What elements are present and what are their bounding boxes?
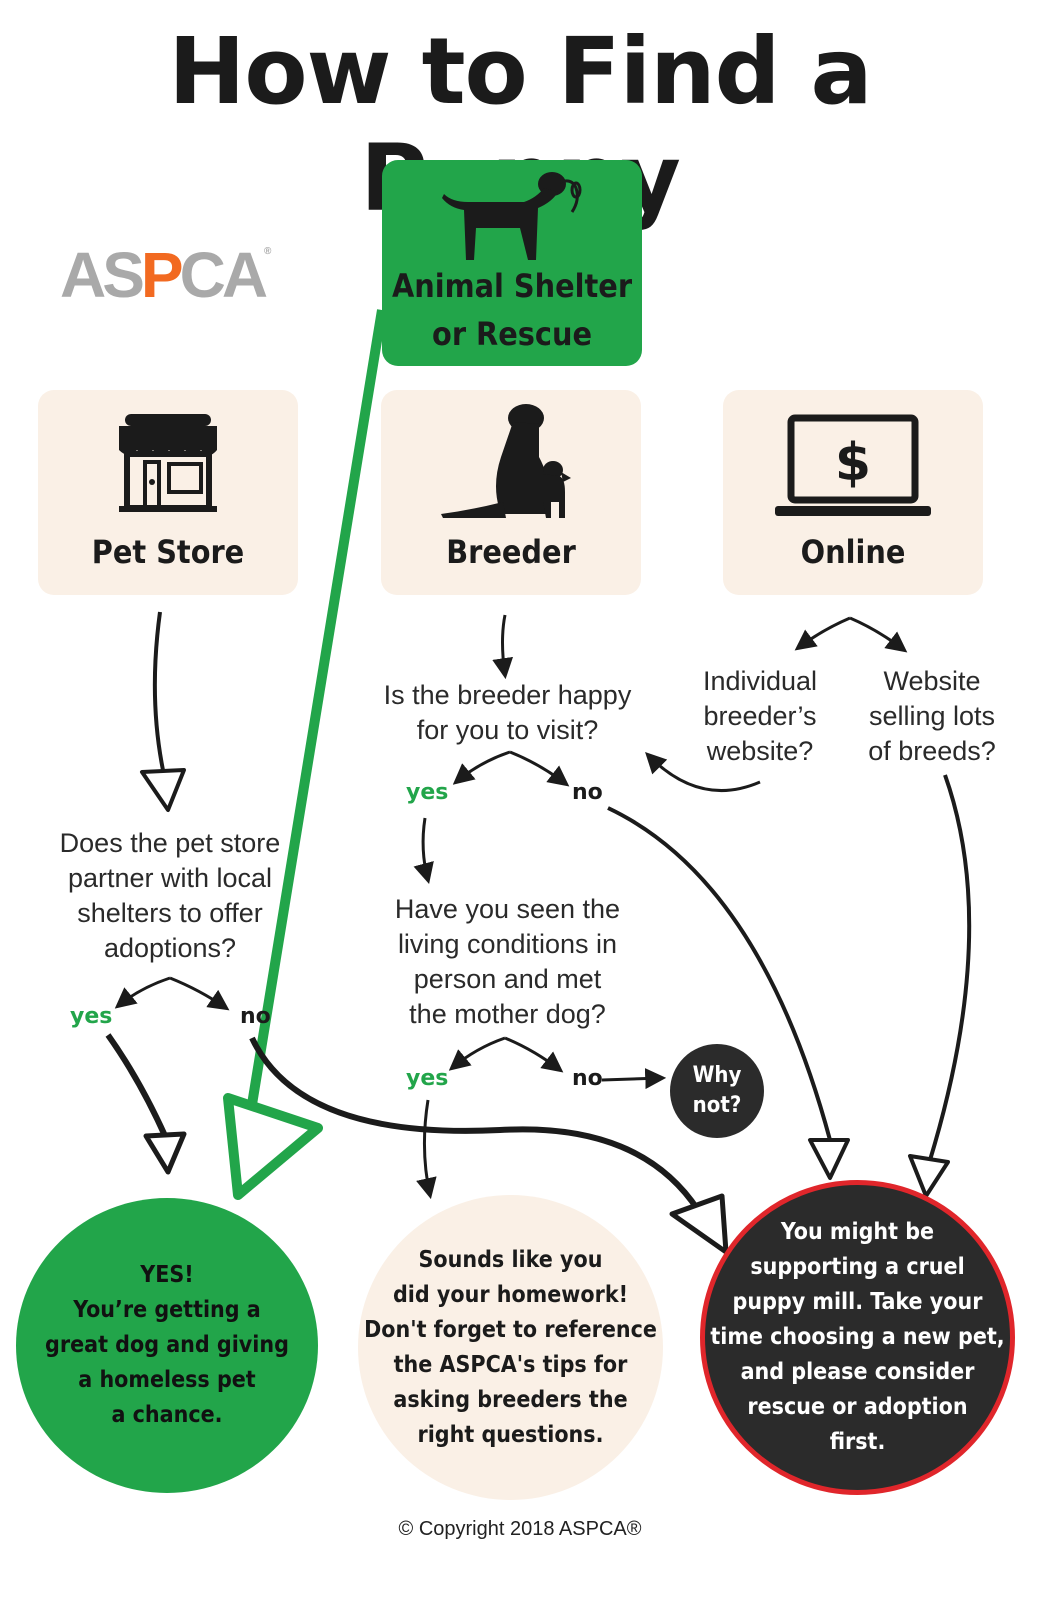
why-not-line: not? [692, 1093, 742, 1118]
outcome-line: right questions. [417, 1421, 604, 1448]
breeder-yes-2: yes [406, 1066, 449, 1091]
option-line: of breeds? [868, 736, 996, 766]
option-line: Website [883, 666, 981, 696]
option-line: Individual [702, 666, 818, 696]
question-line: for you to visit? [416, 715, 599, 745]
outcome-line: You’re getting a [73, 1297, 261, 1323]
outcome-line: YES! [140, 1262, 194, 1288]
shelter-card: Animal Shelter or Rescue [382, 160, 642, 366]
pet-store-no: no [240, 1004, 271, 1029]
question-line: partner with local [67, 863, 273, 893]
pet-store-question: Does the pet store partner with local sh… [20, 826, 320, 966]
outcome-line: supporting a cruel [750, 1254, 965, 1280]
breeder-no-1: no [572, 780, 603, 805]
svg-text:$: $ [835, 433, 871, 493]
logo-text-accent: P [140, 239, 184, 311]
question-line: shelters to offer [77, 898, 263, 928]
outcome-line: and please consider [740, 1359, 975, 1385]
aspca-logo: ASPCA® [60, 238, 271, 312]
online-label: Online [800, 533, 906, 571]
breeder-no-2: no [572, 1066, 603, 1091]
outcome-line: puppy mill. Take your [732, 1289, 983, 1315]
question-line: Is the breeder happy [383, 680, 632, 710]
why-not-line: Why [692, 1063, 742, 1088]
outcome-line: first. [829, 1429, 886, 1455]
dog-with-leash-icon [442, 172, 582, 260]
shelter-label-line1: Animal Shelter [391, 267, 633, 305]
why-not-bubble: Why not? [670, 1044, 764, 1138]
outcome-line: Don't forget to reference [364, 1316, 657, 1343]
shelter-label-line2: or Rescue [432, 315, 592, 353]
copyright-footer: © Copyright 2018 ASPCA® [398, 1518, 642, 1540]
breeder-question-2: Have you seen the living conditions in p… [355, 892, 660, 1032]
breeder-label: Breeder [446, 533, 576, 571]
breeder-card: Breeder [381, 390, 641, 595]
question-line: Have you seen the [394, 894, 621, 924]
laptop-dollar-icon: $ [775, 414, 931, 516]
no-arrowhead-puppymill [669, 1193, 729, 1255]
question-line: Does the pet store [59, 828, 281, 858]
online-option-many-breeds: Website selling lots of breeds? [852, 664, 1012, 769]
outcome-line: a chance. [111, 1402, 223, 1428]
outcome-line: Sounds like you [418, 1246, 603, 1273]
storefront-icon [119, 414, 217, 512]
outcome-line: time choosing a new pet, [710, 1324, 1005, 1350]
option-line: website? [706, 736, 814, 766]
outcome-puppy-mill-circle: You might be supporting a cruel puppy mi… [700, 1180, 1015, 1495]
breeder-question-1: Is the breeder happy for you to visit? [355, 678, 660, 748]
logo-text-a: AS [60, 239, 145, 311]
outcome-good-circle: YES! You’re getting a great dog and givi… [16, 1198, 318, 1493]
pet-store-label: Pet Store [91, 533, 245, 571]
question-line: adoptions? [103, 933, 237, 963]
shelter-green-arrowhead [223, 1093, 323, 1200]
option-line: selling lots [868, 701, 996, 731]
shelter-green-arrow-line [233, 309, 387, 1191]
logo-registered: ® [264, 246, 272, 257]
question-line: the mother dog? [409, 999, 606, 1029]
pet-store-arrow-line [152, 611, 166, 776]
yes-arrowhead [143, 1131, 187, 1175]
pet-store-yes: yes [70, 1004, 113, 1029]
outcome-line: did your homework! [392, 1281, 629, 1308]
question-line: living conditions in [397, 929, 618, 959]
outcome-line: rescue or adoption [747, 1394, 968, 1420]
shelter-label: Animal Shelter or Rescue [382, 262, 642, 358]
outcome-line: You might be [780, 1219, 935, 1245]
dog-and-puppy-icon [441, 404, 571, 518]
pet-store-arrowhead [140, 768, 186, 812]
online-card: $ Online [723, 390, 983, 595]
pet-store-card: Pet Store [38, 390, 298, 595]
logo-text-b: CA [179, 239, 268, 311]
question-line: person and met [413, 964, 602, 994]
outcome-line: great dog and giving [45, 1332, 289, 1358]
outcome-line: a homeless pet [78, 1367, 256, 1393]
breeder-yes-1: yes [406, 780, 449, 805]
outcome-line: the ASPCA's tips for [393, 1351, 628, 1378]
option-line: breeder’s [703, 701, 817, 731]
outcome-line: asking breeders the [393, 1386, 628, 1413]
online-option-individual: Individual breeder’s website? [685, 664, 835, 769]
outcome-homework-circle: Sounds like you did your homework! Don't… [358, 1195, 663, 1500]
